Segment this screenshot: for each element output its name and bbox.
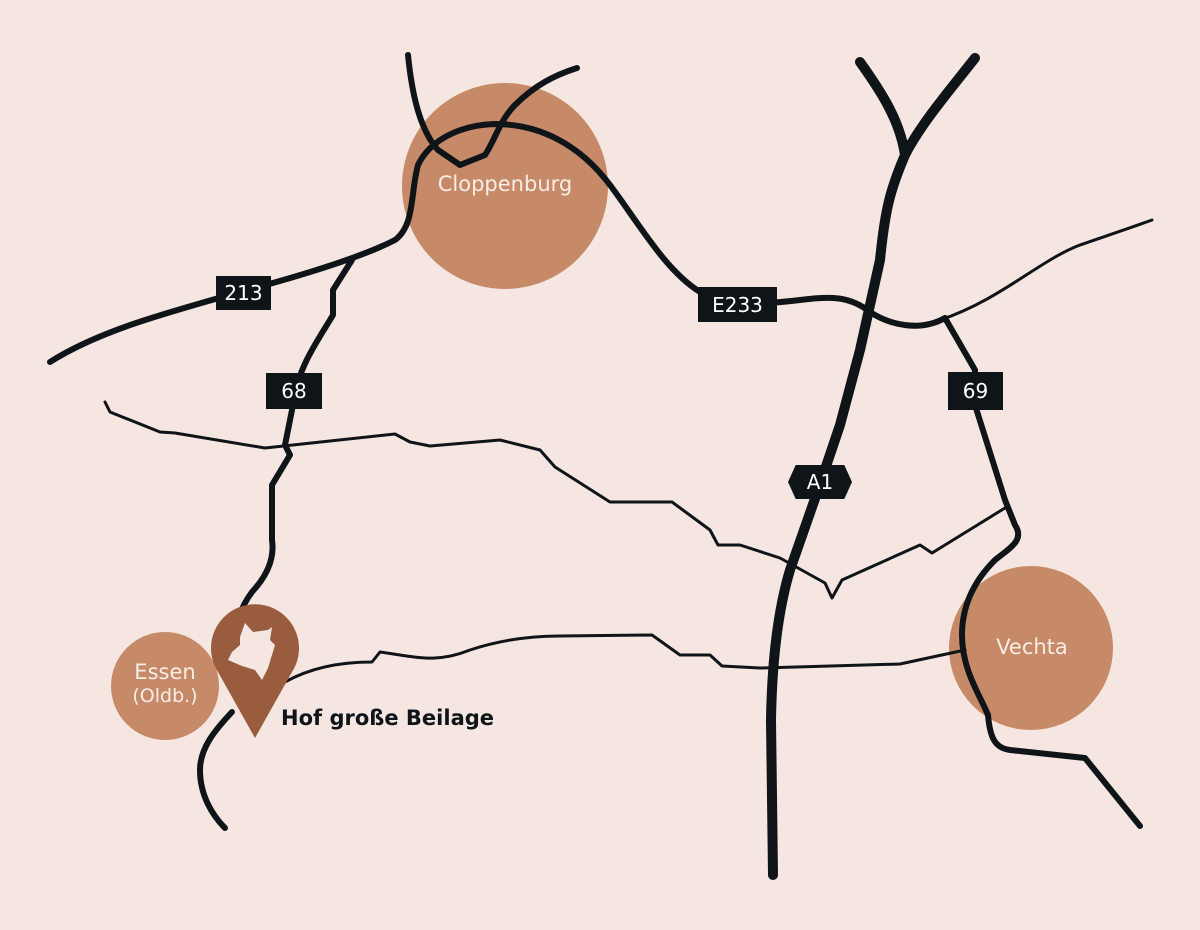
city-label-cloppenburg: Cloppenburg	[437, 172, 573, 196]
city-name-essen: Essen	[134, 660, 196, 684]
cow-head-icon	[228, 623, 275, 680]
road-north	[405, 52, 580, 168]
road-a1	[766, 53, 980, 880]
road-68-south	[197, 709, 235, 831]
city-label-essen: Essen (Oldb.)	[111, 660, 219, 708]
location-pin[interactable]	[211, 604, 299, 738]
road-68	[234, 257, 355, 643]
road-thin-middle	[103, 400, 1007, 600]
road-thin-south	[283, 633, 967, 684]
road-label-a1: A1	[788, 465, 852, 499]
road-label-e233: E233	[698, 287, 777, 322]
city-label-vechta: Vechta	[996, 635, 1068, 659]
marker-label[interactable]: Hof große Beilage	[281, 706, 495, 730]
road-69	[942, 315, 1143, 829]
road-thin-east	[938, 218, 1154, 322]
road-label-213: 213	[216, 276, 271, 310]
city-circle-essen	[111, 632, 219, 740]
road-label-68: 68	[266, 373, 322, 409]
city-circle-vechta	[949, 566, 1113, 730]
city-sub-essen: (Oldb.)	[132, 685, 198, 708]
road-label-69: 69	[948, 372, 1003, 410]
